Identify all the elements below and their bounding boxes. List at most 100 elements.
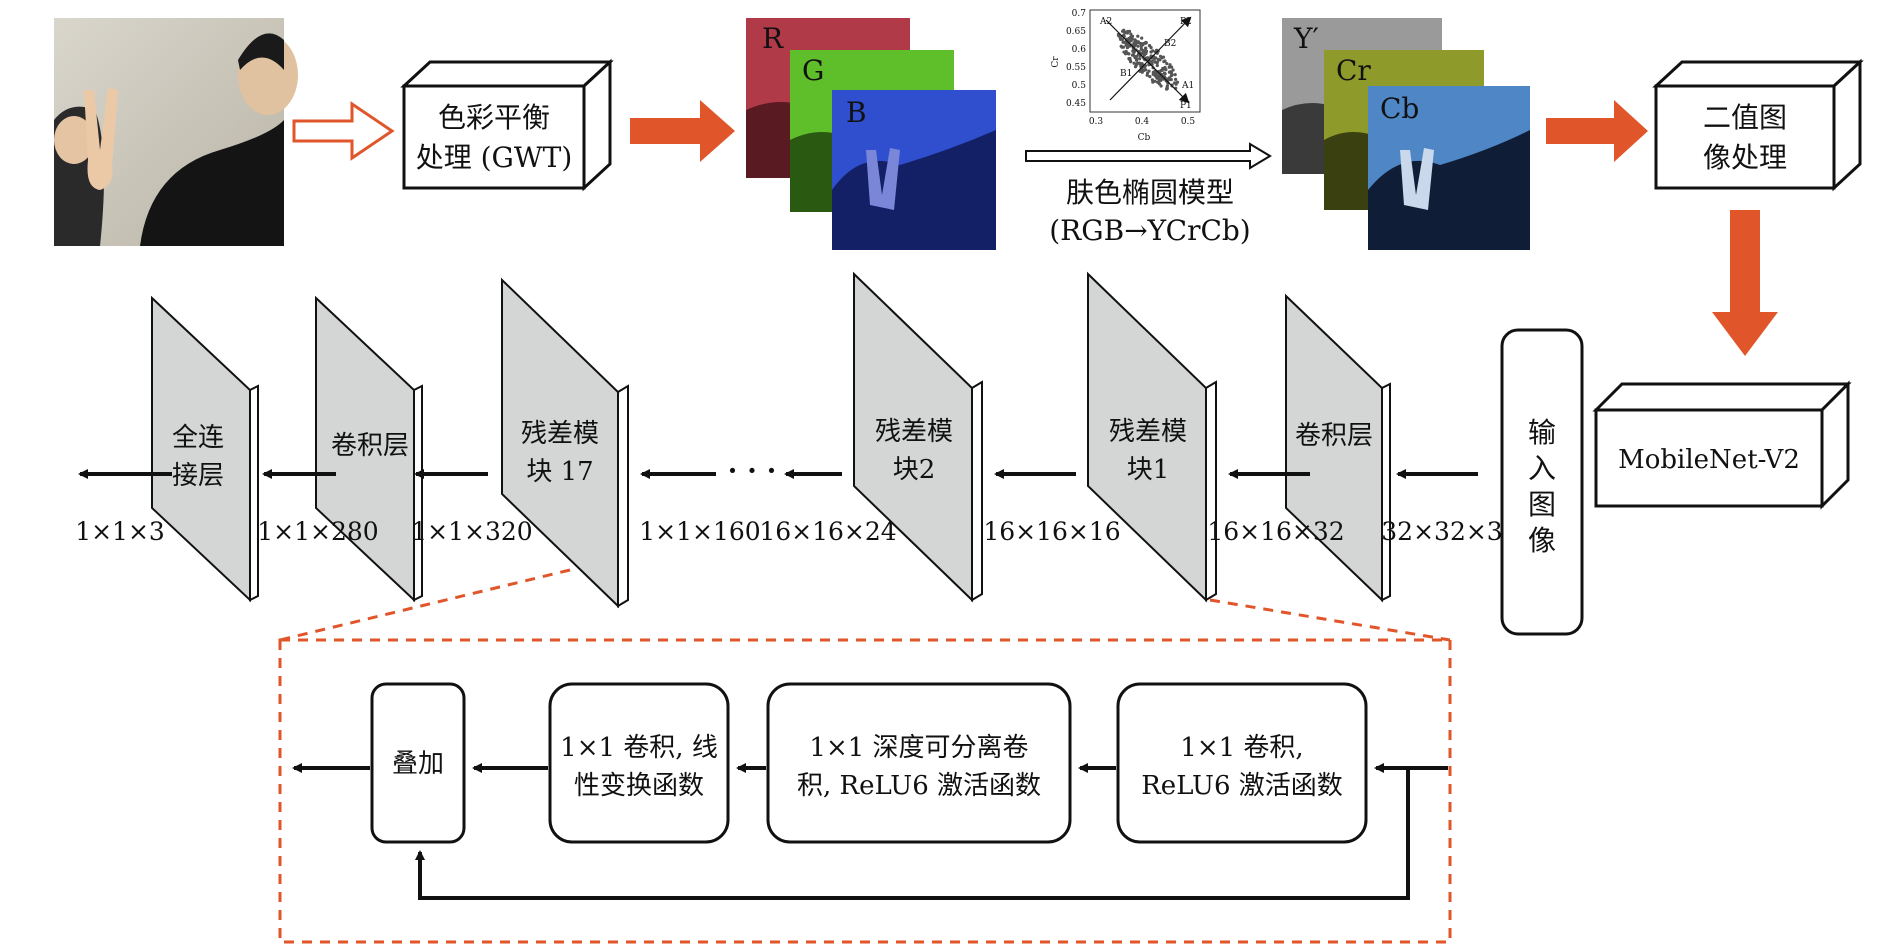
- scatter-ytick: 0.55: [1066, 63, 1086, 73]
- scatter-point: [1144, 46, 1148, 50]
- scatter-point: [1153, 79, 1157, 83]
- cb-label: Cb: [1380, 92, 1419, 125]
- scatter-point: [1136, 44, 1140, 48]
- orange-arrow-2: [1546, 100, 1648, 162]
- scatter-point: [1150, 78, 1154, 82]
- scatter-point: [1137, 61, 1142, 65]
- cr-label: Cr: [1336, 54, 1371, 87]
- binary-label-2: 像处理: [1703, 141, 1787, 174]
- scatter-point: [1150, 59, 1154, 64]
- scatter-point: [1127, 57, 1131, 61]
- conv-right-label: 卷积层: [1295, 421, 1373, 451]
- res2-label-1: 残差模: [875, 417, 953, 447]
- scatter-ylabel: Cr: [1051, 56, 1061, 68]
- ycrcb-stack: Y′ Cr Cb: [1282, 18, 1530, 250]
- scatter-point: [1121, 29, 1125, 33]
- scatter-point: [1167, 65, 1171, 69]
- scatter-xlabel: Cb: [1138, 133, 1151, 143]
- dim-label-4: 1×1×160: [639, 517, 760, 546]
- scatter-point: [1138, 57, 1142, 61]
- residual-block-detail: 叠加 1×1 卷积, 线 性变换函数 1×1 深度可分离卷 积, ReLU6 激…: [278, 568, 1452, 944]
- scatter-point: [1159, 84, 1163, 88]
- scatter-ytick: 0.5: [1072, 81, 1087, 91]
- r-label: R: [762, 22, 784, 55]
- dim-label-8: 32×32×3: [1381, 517, 1502, 546]
- fc-label-1: 全连: [172, 423, 224, 453]
- scatter-point: [1174, 82, 1178, 86]
- scatter-ytick: 0.45: [1066, 99, 1086, 109]
- scatter-point: [1154, 56, 1158, 60]
- binary-processing-box: 二值图 像处理: [1652, 58, 1864, 192]
- skin-model-label-1: 肤色椭圆模型: [1066, 176, 1234, 209]
- fc-label-2: 接层: [172, 461, 224, 491]
- scatter-point: [1126, 51, 1130, 56]
- scatter-point: [1122, 33, 1126, 37]
- dim-label-1: 1×1×3: [75, 517, 165, 546]
- depthwise-label-1: 1×1 深度可分离卷: [809, 733, 1028, 763]
- scatter-point: [1162, 71, 1167, 75]
- ellipsis: · · ·: [728, 454, 777, 487]
- scatter-point: [1168, 63, 1172, 67]
- scatter-point: [1121, 45, 1125, 49]
- scatter-xtick: 0.3: [1089, 117, 1104, 127]
- linear-box: [548, 682, 730, 844]
- dim-label-5: 16×16×24: [759, 517, 896, 546]
- input-image-box: 输 入 图 像: [1500, 328, 1584, 636]
- scatter-point: [1142, 68, 1146, 73]
- scatter-point: [1145, 73, 1149, 77]
- scatter-point: [1144, 49, 1149, 53]
- scatter-point: [1132, 50, 1136, 55]
- scatter-point: [1118, 35, 1122, 39]
- conv-left-panel: 卷积层: [315, 295, 423, 603]
- scatter-point: [1133, 65, 1138, 69]
- scatter-point: [1163, 59, 1167, 63]
- y-label: Y′: [1293, 22, 1319, 55]
- scatter-point: [1139, 44, 1143, 49]
- scatter-point: [1135, 62, 1139, 66]
- source-photo: [54, 18, 298, 247]
- scatter-xtick: 0.5: [1181, 117, 1196, 127]
- input-image-char-2: 入: [1528, 452, 1556, 485]
- scatter-ann-b2: B2: [1164, 39, 1176, 49]
- rgb-stack: R G B: [746, 18, 996, 250]
- scatter-point: [1149, 50, 1153, 54]
- binary-label-1: 二值图: [1703, 101, 1787, 134]
- scatter-point: [1139, 41, 1143, 46]
- dim-label-2: 1×1×280: [257, 517, 378, 546]
- res2-label-2: 块2: [893, 455, 936, 485]
- scatter-point: [1142, 51, 1146, 55]
- skin-model-label-2: (RGB→YCrCb): [1049, 214, 1250, 247]
- scatter-point: [1159, 78, 1163, 82]
- color-balance-label-1: 色彩平衡: [438, 101, 550, 134]
- scatter-ann-a1: A1: [1181, 81, 1194, 91]
- scatter-point: [1141, 48, 1145, 52]
- conv-left-label: 卷积层: [331, 431, 409, 461]
- scatter-point: [1165, 62, 1169, 66]
- scatter-point: [1153, 60, 1157, 64]
- res1-label-2: 块1: [1127, 455, 1170, 485]
- g-label: G: [802, 54, 824, 87]
- input-image-char-3: 图: [1528, 488, 1556, 521]
- expand-label-2: ReLU6 激活函数: [1141, 771, 1343, 801]
- scatter-point: [1121, 40, 1125, 44]
- scatter-point: [1160, 68, 1164, 72]
- orange-arrow-down: [1712, 210, 1778, 356]
- depthwise-label-2: 积, ReLU6 激活函数: [797, 771, 1041, 801]
- scatter-ytick: 0.7: [1072, 9, 1087, 19]
- res2-panel: 残差模 块2: [853, 271, 983, 603]
- color-balance-box: 色彩平衡 处理 (GWT): [400, 58, 614, 192]
- scatter-point: [1170, 65, 1174, 69]
- res17-label-2: 块 17: [526, 457, 593, 487]
- conv-right-panel: 卷积层: [1285, 293, 1391, 603]
- scatter-point: [1134, 57, 1139, 61]
- depthwise-box: [766, 682, 1072, 844]
- res1-panel: 残差模 块1: [1087, 271, 1217, 603]
- mobilenet-label: MobileNet-V2: [1618, 445, 1800, 475]
- scatter-point: [1156, 57, 1160, 61]
- expand-label-1: 1×1 卷积,: [1180, 733, 1303, 763]
- scatter-ytick: 0.65: [1066, 27, 1086, 37]
- scatter-point: [1173, 73, 1177, 77]
- scatter-point: [1146, 56, 1150, 60]
